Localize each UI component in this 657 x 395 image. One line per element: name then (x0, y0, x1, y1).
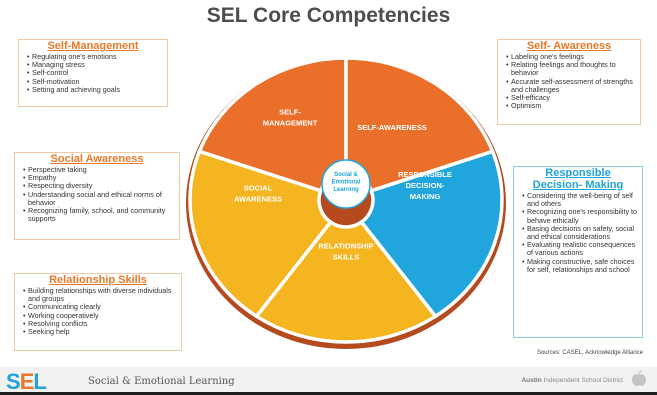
list-item: Respecting diversity (23, 182, 179, 191)
logo-letter-l: L (33, 369, 46, 394)
list-item: Resolving conflicts (23, 319, 181, 328)
responsible-decision-making-list: Considering the well-being of self and o… (514, 191, 642, 274)
logo-letter-e: E (19, 369, 35, 394)
list-item: Communicating clearly (23, 303, 181, 312)
self-awareness-list: Labeling one's feelings Relating feeling… (498, 52, 640, 111)
list-item: Seeking help (23, 327, 181, 336)
self-management-label: MANAGEMENT (263, 119, 318, 128)
list-item: Basing decisions on safety, social and e… (522, 224, 642, 241)
list-item: Regulating one's emotions (27, 52, 167, 61)
footer-subtitle: Social & Emotional Learning (88, 376, 235, 387)
list-item: Recognizing family, school, and communit… (23, 206, 179, 223)
list-item: Considering the well-being of self and o… (522, 191, 642, 208)
relationship-skills-label: SKILLS (333, 253, 360, 262)
responsible-decision-making-title-2: Decision- Making (532, 179, 624, 191)
list-item: Optimism (506, 102, 640, 111)
social-awareness-label: AWARENESS (234, 195, 282, 204)
center-label: Emotional (331, 180, 360, 186)
relationship-skills-segment (253, 219, 439, 344)
center-label: Social & (334, 172, 358, 178)
relationship-skills-label: RELATIONSHIP (318, 242, 373, 251)
page-title: SEL Core Competencies (206, 4, 451, 27)
social-awareness-list: Perspective taking Empathy Respecting di… (15, 165, 179, 223)
social-awareness-segment (188, 149, 334, 319)
self-management-title: Self-Management (47, 40, 139, 52)
center-circle (321, 159, 371, 209)
responsible-decision-making-label: RESPONSIBLE (398, 170, 452, 179)
responsible-decision-making-segment (358, 149, 504, 319)
footer: SEL Social & Emotional Learning Austin I… (0, 367, 657, 395)
social-awareness-title: Social Awareness (50, 153, 144, 165)
list-item: Working cooperatively (23, 311, 181, 320)
list-item: Evaluating realistic consequences of var… (522, 241, 642, 258)
list-item: Accurate self-assessment of strengths an… (506, 77, 640, 94)
responsible-decision-making-title-1: Responsible (545, 167, 611, 179)
relationship-skills-title: Relationship Skills (49, 274, 147, 286)
self-management-list: Regulating one's emotions Managing stres… (19, 52, 167, 94)
list-item: Managing stress (27, 60, 167, 69)
list-item: Recognizing one's responsibility to beha… (522, 208, 642, 225)
relationship-skills-box: Relationship Skills Building relationshi… (14, 273, 182, 351)
list-item: Labeling one's feelings (506, 52, 640, 61)
self-awareness-label: SELF-AWARENESS (357, 123, 427, 132)
responsible-decision-making-label: MAKING (410, 192, 441, 201)
self-awareness-box: Self- Awareness Labeling one's feelings … (497, 39, 641, 125)
responsible-decision-making-box: Responsible Decision- Making Considering… (513, 166, 643, 338)
center-label: Learning (333, 187, 359, 193)
social-awareness-label: SOCIAL (244, 184, 273, 193)
district-name-rest: Independent School District (541, 377, 623, 384)
list-item: Relating feelings and thoughts to behavi… (506, 60, 640, 77)
self-management-label: SELF- (279, 108, 301, 117)
relationship-skills-list: Building relationships with diverse indi… (15, 286, 181, 336)
list-item: Empathy (23, 173, 179, 182)
sel-logo: SEL (6, 369, 47, 395)
list-item: Self-efficacy (506, 93, 640, 102)
logo-letter-s: S (6, 369, 21, 394)
responsible-decision-making-label: DECISION- (406, 181, 445, 190)
list-item: Making constructive, safe choices for se… (522, 257, 642, 274)
district-name: Austin Independent School District (521, 377, 623, 384)
list-item: Perspective taking (23, 165, 179, 174)
apple-icon (632, 370, 646, 387)
self-management-box: Self-Management Regulating one's emotion… (18, 39, 168, 107)
list-item: Self-motivation (27, 77, 167, 86)
self-awareness-title: Self- Awareness (526, 40, 612, 52)
list-item: Self-control (27, 69, 167, 78)
list-item: Setting and achieving goals (27, 85, 167, 94)
social-awareness-box: Social Awareness Perspective taking Empa… (14, 152, 180, 240)
list-item: Building relationships with diverse indi… (23, 286, 181, 303)
sources-note: Sources: CASEL, Acknowledge Alliance (536, 350, 643, 356)
district-name-bold: Austin (521, 377, 542, 384)
list-item: Understanding social and ethical norms o… (23, 190, 179, 207)
